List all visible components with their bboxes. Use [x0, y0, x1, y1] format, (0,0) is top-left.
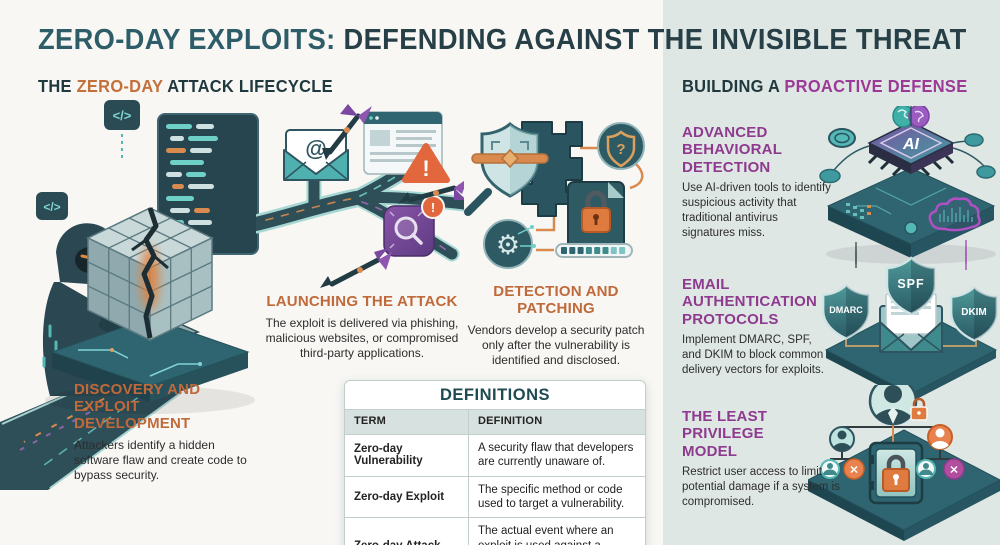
defense-title: THE LEAST PRIVILEGE MODEL — [682, 408, 768, 460]
lifecycle-heading-pre: THE — [38, 76, 77, 96]
cracked-cube — [86, 207, 214, 342]
step-title: LAUNCHING THE ATTACK — [266, 293, 458, 310]
user-privileged-icon — [927, 424, 953, 450]
attack-launch-illustration: @ ! ! — [256, 104, 464, 288]
dmarc-label: DMARC — [829, 305, 863, 315]
column-header-definition: DEFINITION — [468, 409, 645, 434]
step-detection: DETECTION AND PATCHING Vendors develop a… — [458, 283, 654, 369]
warning-triangle-icon: ! — [402, 143, 450, 183]
step-body: Vendors develop a security patch only af… — [467, 322, 645, 368]
definition-text: A security flaw that developers are curr… — [468, 433, 645, 476]
defense-title: ADVANCED BEHAVIORAL DETECTION — [682, 124, 782, 176]
ai-chip-icon: AI — [867, 121, 955, 177]
at-glyph: @ — [305, 136, 326, 161]
crack — [141, 207, 159, 339]
patch-document-icon — [567, 181, 625, 257]
code-tag-icon: </> — [36, 192, 68, 220]
lock-badge-icon — [910, 397, 928, 421]
code-glyph: </> — [113, 108, 132, 123]
connector-lines — [536, 146, 644, 252]
malicious-website-icon: ! — [363, 111, 450, 183]
column-header-term: TERM — [345, 409, 468, 434]
spf-shield-icon: SPF — [885, 256, 937, 316]
admin-avatar — [868, 385, 928, 426]
defense-title: EMAIL AUTHENTICATION PROTOCOLS — [682, 276, 818, 328]
gear-glyph: ⚙ — [496, 230, 520, 260]
page-title-lead: ZERO-DAY EXPLOITS: — [38, 24, 344, 56]
step-body: Attackers identify a hidden software fla… — [74, 437, 247, 483]
step-title: DETECTION AND PATCHING — [493, 283, 619, 317]
email-protocols-illustration: SPF DMARC DKIM — [822, 250, 998, 402]
defense-heading-pre: BUILDING A — [682, 76, 785, 96]
least-privilege-illustration: ✕ ✕ — [808, 385, 1000, 541]
definition-term: Zero-day Exploit — [345, 475, 468, 518]
anomaly-waveform-icon — [928, 197, 981, 232]
deny-cross-glyph: ✕ — [849, 465, 858, 477]
code-glyph: </> — [43, 200, 60, 214]
detection-patching-illustration: ? ⚙ — [464, 121, 645, 269]
isometric-platform — [826, 167, 996, 258]
definition-text: The specific method or code used to targ… — [468, 475, 645, 518]
scan-shield-icon — [464, 122, 549, 216]
page-title: ZERO-DAY EXPLOITS: DEFENDING AGAINST THE… — [38, 24, 1000, 57]
user-denied-group: ✕ — [820, 458, 865, 480]
step-body: The exploit is delivered via phishing, m… — [265, 315, 459, 361]
lifecycle-heading: THE ZERO-DAY ATTACK LIFECYCLE — [38, 76, 352, 97]
definitions-table: DEFINITIONS TERM DEFINITION Zero-day Vul… — [344, 380, 646, 545]
defense-body: Implement DMARC, SPF, and DKIM to block … — [682, 334, 824, 377]
attack-dart-icon — [398, 180, 464, 204]
definitions-title: DEFINITIONS — [439, 386, 550, 404]
unknown-threat-badge-icon: ? — [597, 122, 645, 170]
attack-dart-icon — [322, 104, 372, 160]
deny-cross-glyph: ✕ — [949, 465, 958, 477]
dmarc-shield-icon: DMARC — [822, 283, 870, 340]
question-glyph: ? — [616, 141, 625, 158]
defense-heading: BUILDING A PROACTIVE DEFENSE — [682, 76, 986, 97]
defense-heading-highlight: PROACTIVE DEFENSE — [784, 76, 968, 96]
ai-detection-illustration: AI — [819, 106, 996, 264]
lifecycle-heading-highlight: ZERO-DAY — [76, 76, 163, 96]
defense-behavioral: ADVANCED BEHAVIORAL DETECTION Use AI-dri… — [682, 124, 834, 241]
exclamation-glyph: ! — [431, 200, 435, 215]
step-discovery: DISCOVERY AND EXPLOIT DEVELOPMENT Attack… — [74, 381, 284, 484]
defense-email-auth: EMAIL AUTHENTICATION PROTOCOLS Implement… — [682, 276, 832, 378]
alert-badge-icon: ! — [421, 195, 445, 219]
vault-icon — [868, 441, 924, 505]
spf-label: SPF — [897, 277, 924, 291]
crack-glow — [141, 246, 159, 310]
brain-icon — [892, 106, 930, 128]
definition-term: Zero-day Attack — [345, 517, 468, 545]
ai-label: AI — [902, 136, 920, 153]
dkim-label: DKIM — [961, 307, 986, 318]
lifecycle-heading-post: ATTACK LIFECYCLE — [162, 76, 333, 96]
definition-text: The actual event where an exploit is use… — [468, 517, 645, 545]
user-denied-group: ✕ — [916, 458, 965, 480]
step-title: DISCOVERY AND EXPLOIT DEVELOPMENT — [74, 381, 201, 432]
isometric-platform — [50, 317, 250, 402]
email-at-icon: @ — [283, 129, 349, 181]
defense-body: Use AI-driven tools to identify suspicio… — [682, 182, 831, 239]
network-nodes — [819, 128, 996, 184]
step-launch: LAUNCHING THE ATTACK The exploit is deli… — [262, 293, 462, 362]
dkim-shield-icon: DKIM — [950, 285, 998, 342]
gear-badge-icon: ⚙ — [483, 219, 536, 269]
defense-least-privilege: THE LEAST PRIVILEGE MODEL Restrict user … — [682, 408, 840, 510]
page-title-rest: DEFENDING AGAINST THE INVISIBLE THREAT — [343, 24, 967, 56]
hierarchy-lines — [829, 413, 955, 463]
defense-body: Restrict user access to limit potential … — [682, 466, 840, 509]
definition-term: Zero-day Vulnerability — [345, 433, 468, 476]
user-allowed-icon — [829, 426, 855, 452]
patch-progress-bar — [555, 243, 633, 258]
code-tag-icon: </> — [104, 100, 140, 158]
hacker-discovery-illustration: </> </> — [0, 100, 259, 490]
attack-dart-icon — [320, 248, 392, 288]
exclamation-glyph: ! — [422, 156, 429, 181]
